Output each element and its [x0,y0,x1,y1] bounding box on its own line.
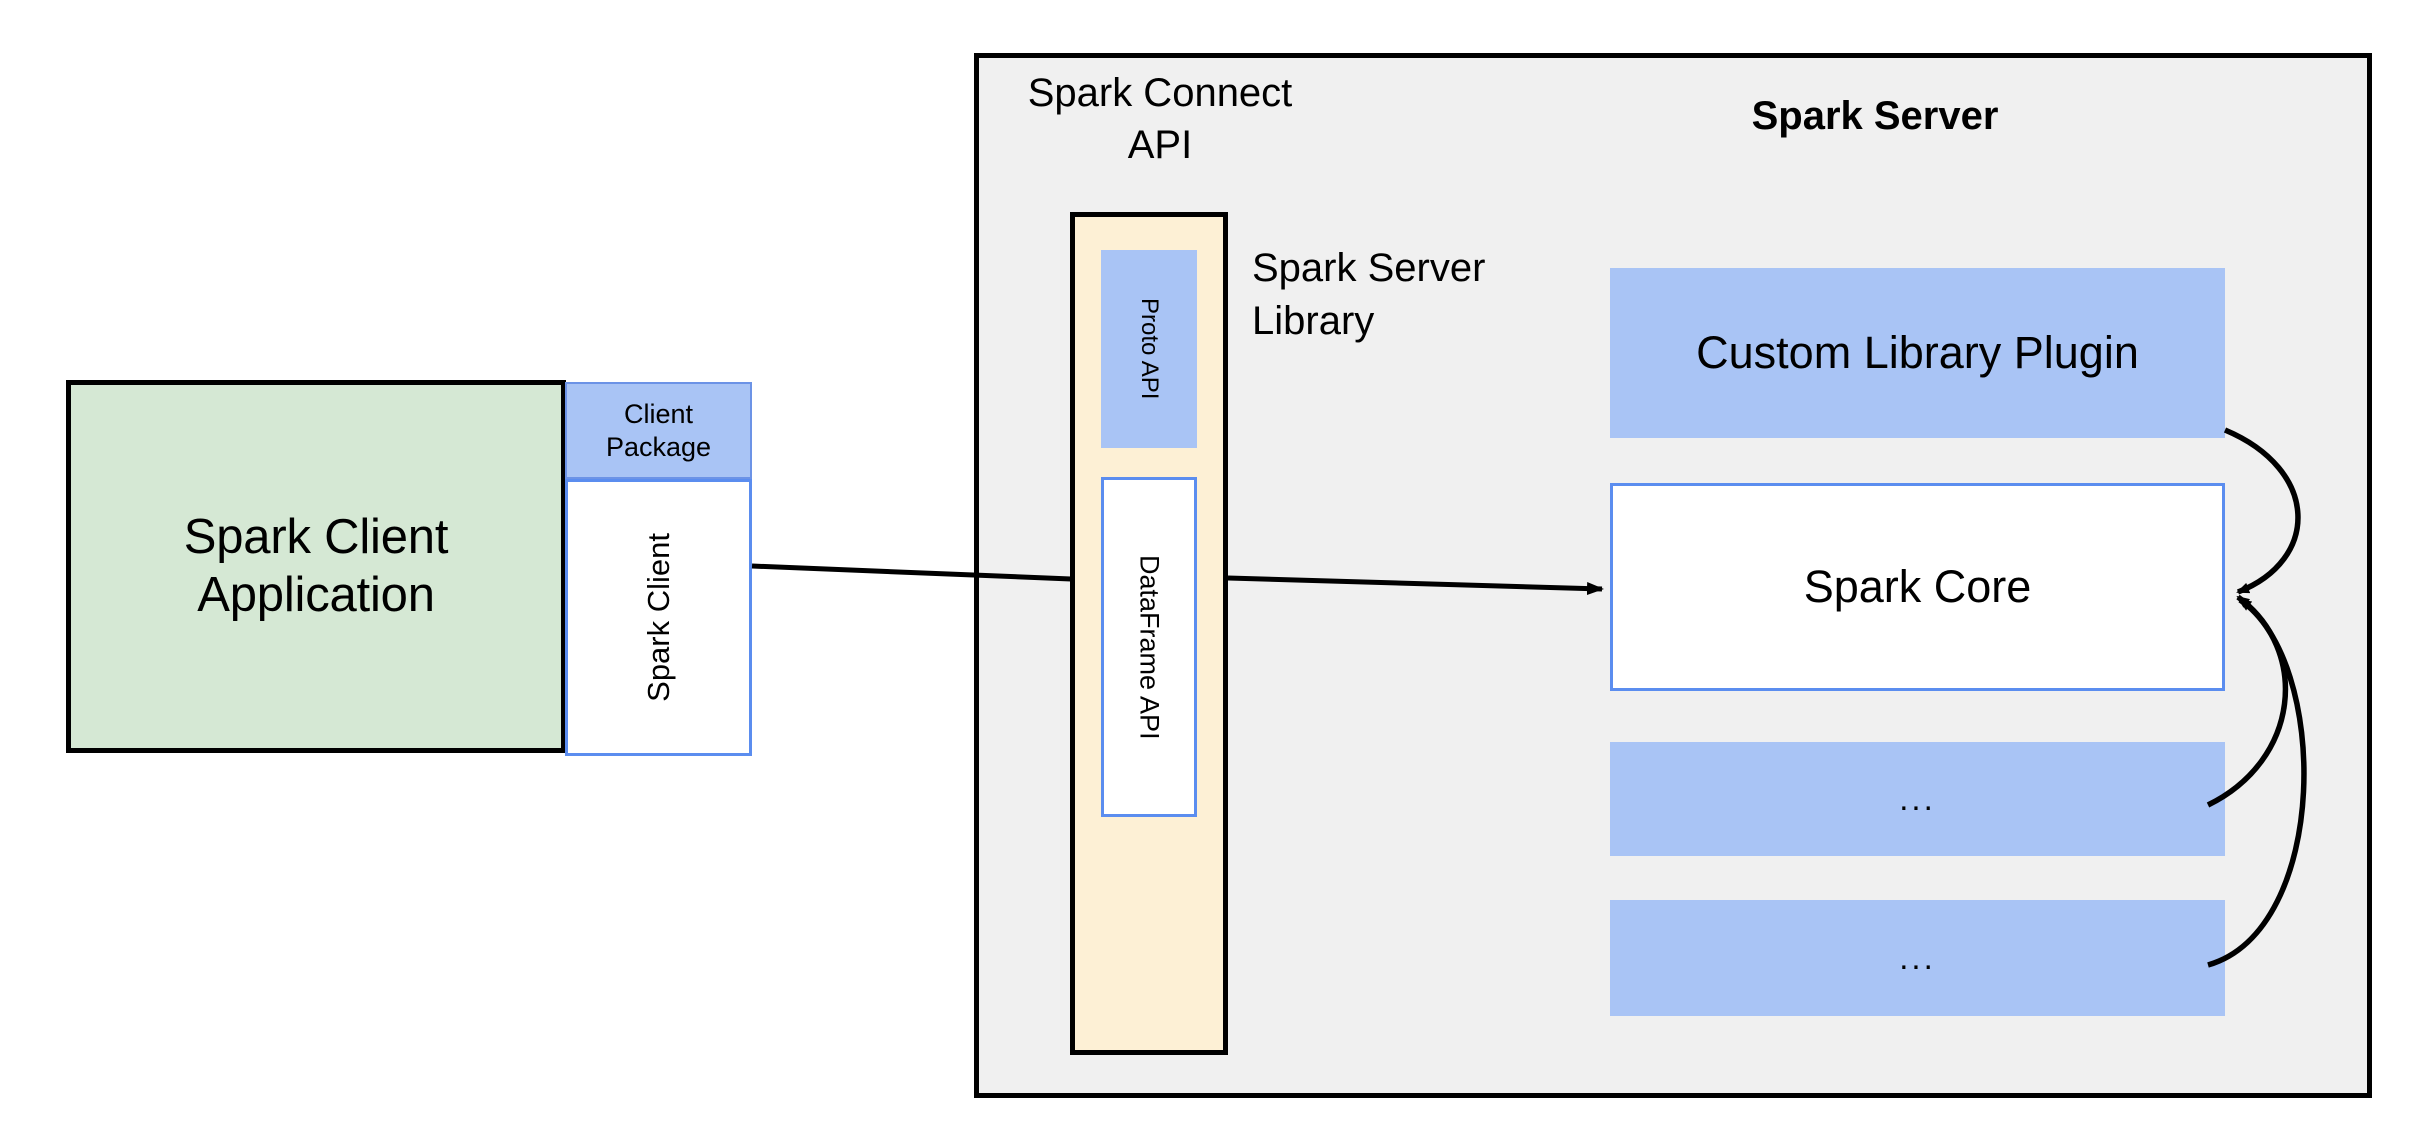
client-package-box[interactable]: Client Package [565,382,752,479]
client-package-label: Client Package [605,398,712,462]
spark-client-box[interactable]: Spark Client [565,479,752,756]
dataframe-api-box[interactable]: DataFrame API [1101,477,1197,817]
spark-server-library-label: Spark Server Library [1252,246,1486,343]
spark-connect-api-label: Spark Connect API [1027,71,1293,167]
spark-server-title: Spark Server [1751,94,1999,138]
spark-client-application-label: Spark Client Application [183,509,449,622]
spark-core-label: Spark Core [1803,561,2032,612]
custom-library-plugin-label: Custom Library Plugin [1696,327,2139,378]
placeholder-box-2[interactable]: ... [1610,900,2225,1016]
spark-core-box[interactable]: Spark Core [1610,483,2225,691]
proto-api-label: Proto API [1136,298,1163,400]
custom-library-plugin-box[interactable]: Custom Library Plugin [1610,268,2225,438]
dataframe-api-label: DataFrame API [1134,554,1165,740]
proto-api-box[interactable]: Proto API [1101,250,1197,448]
spark-client-application-box[interactable]: Spark Client Application [66,380,566,753]
placeholder-box-1[interactable]: ... [1610,742,2225,856]
spark-client-label: Spark Client [640,533,676,702]
placeholder-label-1: ... [1899,780,1936,817]
placeholder-label-2: ... [1899,939,1936,976]
